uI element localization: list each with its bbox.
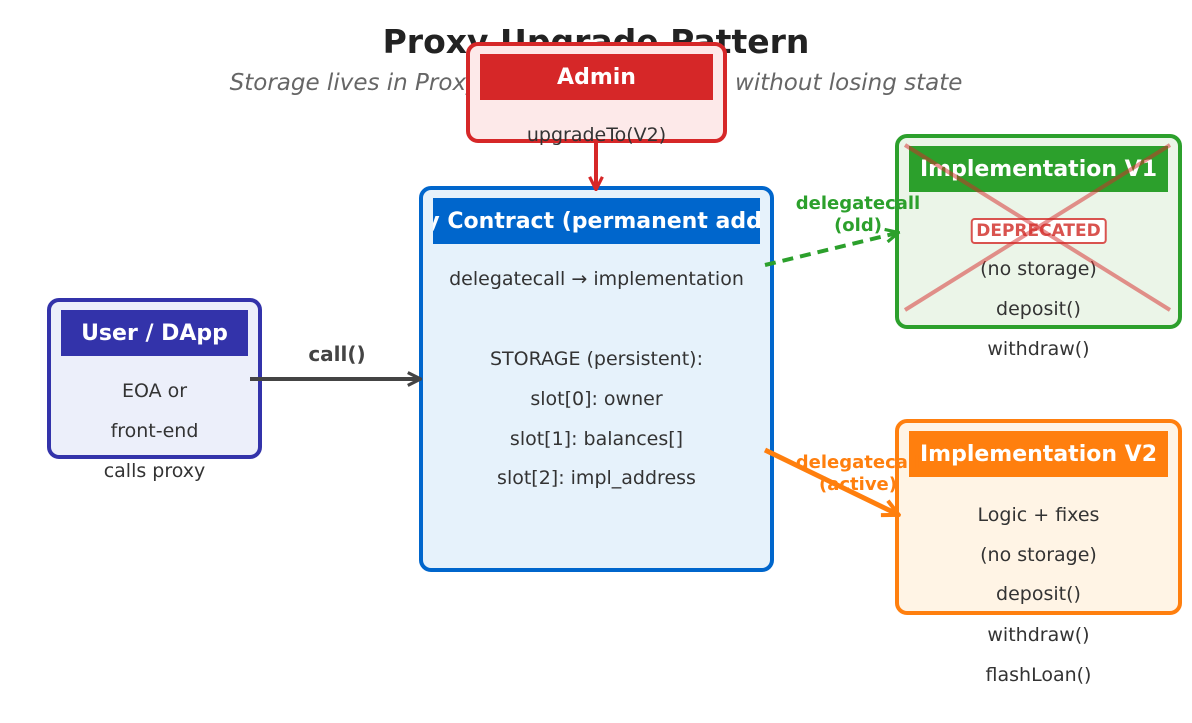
user-header: User / DApp [61, 310, 248, 356]
delegatecall-active-label-line2: (active) [819, 474, 897, 495]
v2-header: Implementation V2 [909, 431, 1168, 477]
call-label: call() [308, 342, 366, 366]
proxy-line-slot0: slot[0]: owner [530, 388, 663, 410]
proxy-contract-box: Proxy Contract (permanent address) deleg… [419, 186, 774, 572]
user-line-eoa: EOA or [121, 380, 188, 402]
v1-line-withdraw: withdraw() [987, 338, 1090, 360]
admin-header: Admin [480, 54, 713, 100]
deprecated-badge: DEPRECATED [970, 218, 1107, 244]
v1-line-nostorage: (no storage) [980, 258, 1097, 280]
delegatecall-old-label-line2: (old) [834, 215, 882, 236]
proxy-line-slot2: slot[2]: impl_address [497, 467, 696, 489]
implementation-v2-box: Implementation V2 Logic + fixes (no stor… [895, 419, 1182, 686]
delegatecall-old-label: delegatecall (old) [788, 193, 928, 237]
proxy-header: Proxy Contract (permanent address) [433, 198, 760, 244]
proxy-line-delegatecall: delegatecall → implementation [449, 268, 744, 290]
delegatecall-old-label-line1: delegatecall [795, 193, 921, 214]
admin-line-upgrade: upgradeTo(V2) [526, 124, 667, 146]
admin-box: Admin upgradeTo(V2) [466, 42, 727, 146]
v1-header: Implementation V1 [909, 146, 1168, 192]
v2-line-withdraw: withdraw() [987, 624, 1090, 646]
v2-line-nostorage: (no storage) [980, 544, 1097, 566]
user-dapp-box: User / DApp EOA or front-end calls proxy [47, 298, 262, 482]
v2-line-deposit: deposit() [996, 583, 1081, 605]
delegatecall-active-label-line1: delegatecall [795, 452, 921, 473]
v1-line-deposit: deposit() [996, 298, 1081, 320]
implementation-v1-box: Implementation V1 DEPRECATED (no storage… [895, 134, 1182, 360]
delegatecall-old-arrow [764, 233, 897, 267]
delegatecall-active-label: delegatecall (active) [788, 452, 928, 496]
user-line-calls: calls proxy [103, 460, 206, 482]
user-line-frontend: front-end [110, 420, 199, 442]
proxy-line-slot1: slot[1]: balances[] [509, 428, 684, 450]
v2-line-flashloan: flashLoan() [985, 664, 1092, 686]
proxy-line-storage: STORAGE (persistent): [490, 348, 703, 370]
v2-line-logic: Logic + fixes [977, 504, 1100, 526]
